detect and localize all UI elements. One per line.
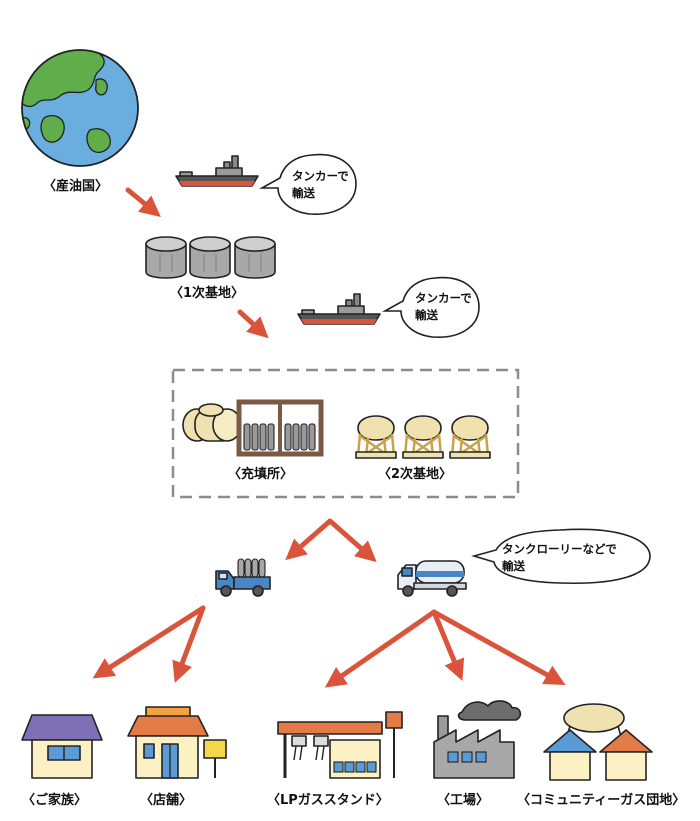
flow-arrow xyxy=(285,518,333,561)
bubble-text-line1: タンカーで xyxy=(292,169,349,183)
cylinder-truck-icon xyxy=(215,558,271,597)
bubble-text-line2: 輸送 xyxy=(415,308,438,322)
flow-arrow xyxy=(324,609,437,688)
flow-arrow xyxy=(125,187,161,217)
flow-arrow xyxy=(172,605,206,683)
tanker-ship-icon xyxy=(297,293,381,325)
flow-arrow xyxy=(327,518,377,563)
bubble-text-line1: タンカーで xyxy=(415,291,472,305)
flow-arrow xyxy=(92,605,206,679)
community-label: 〈コミュニティーガス団地〉 xyxy=(517,792,685,808)
house-icon xyxy=(21,714,103,779)
storage-tank-icon xyxy=(145,236,276,279)
flow-arrow xyxy=(237,309,269,339)
producer-label: 〈産油国〉 xyxy=(43,178,108,194)
bubble-text-line2: 輸送 xyxy=(292,186,315,200)
tank-lorry-icon xyxy=(397,560,467,597)
shop-icon xyxy=(127,706,227,779)
shop-label: 〈店舗〉 xyxy=(140,792,192,808)
factory-label: 〈工場〉 xyxy=(437,792,489,808)
spherical-tank-icon xyxy=(355,415,491,459)
factory-icon xyxy=(433,700,522,779)
primary-base-label: 〈1次基地〉 xyxy=(170,285,244,301)
secondary-base-label: 〈2次基地〉 xyxy=(378,466,452,482)
speech-bubble: タンカーで 輸送 xyxy=(258,153,357,215)
bubble-text-line2: 輸送 xyxy=(502,559,525,573)
flow-arrow xyxy=(431,609,465,681)
gas-stand-icon xyxy=(277,711,403,779)
gas-complex-icon xyxy=(543,703,653,781)
speech-bubble: タンカーで 輸送 xyxy=(381,276,480,338)
filling-station-icon xyxy=(182,399,324,457)
tanker-ship-icon xyxy=(175,155,259,187)
bubble-text-line1: タンクローリーなどで xyxy=(502,542,617,556)
lp-stand-label: 〈LPガススタンド〉 xyxy=(267,792,389,808)
home-label: 〈ご家族〉 xyxy=(22,792,87,808)
speech-bubble: タンクローリーなどで 輸送 xyxy=(471,528,651,585)
filling-station-label: 〈充填所〉 xyxy=(228,466,293,482)
dashed-group-box xyxy=(171,368,520,499)
globe-icon xyxy=(21,49,139,167)
flow-arrow xyxy=(431,609,566,686)
